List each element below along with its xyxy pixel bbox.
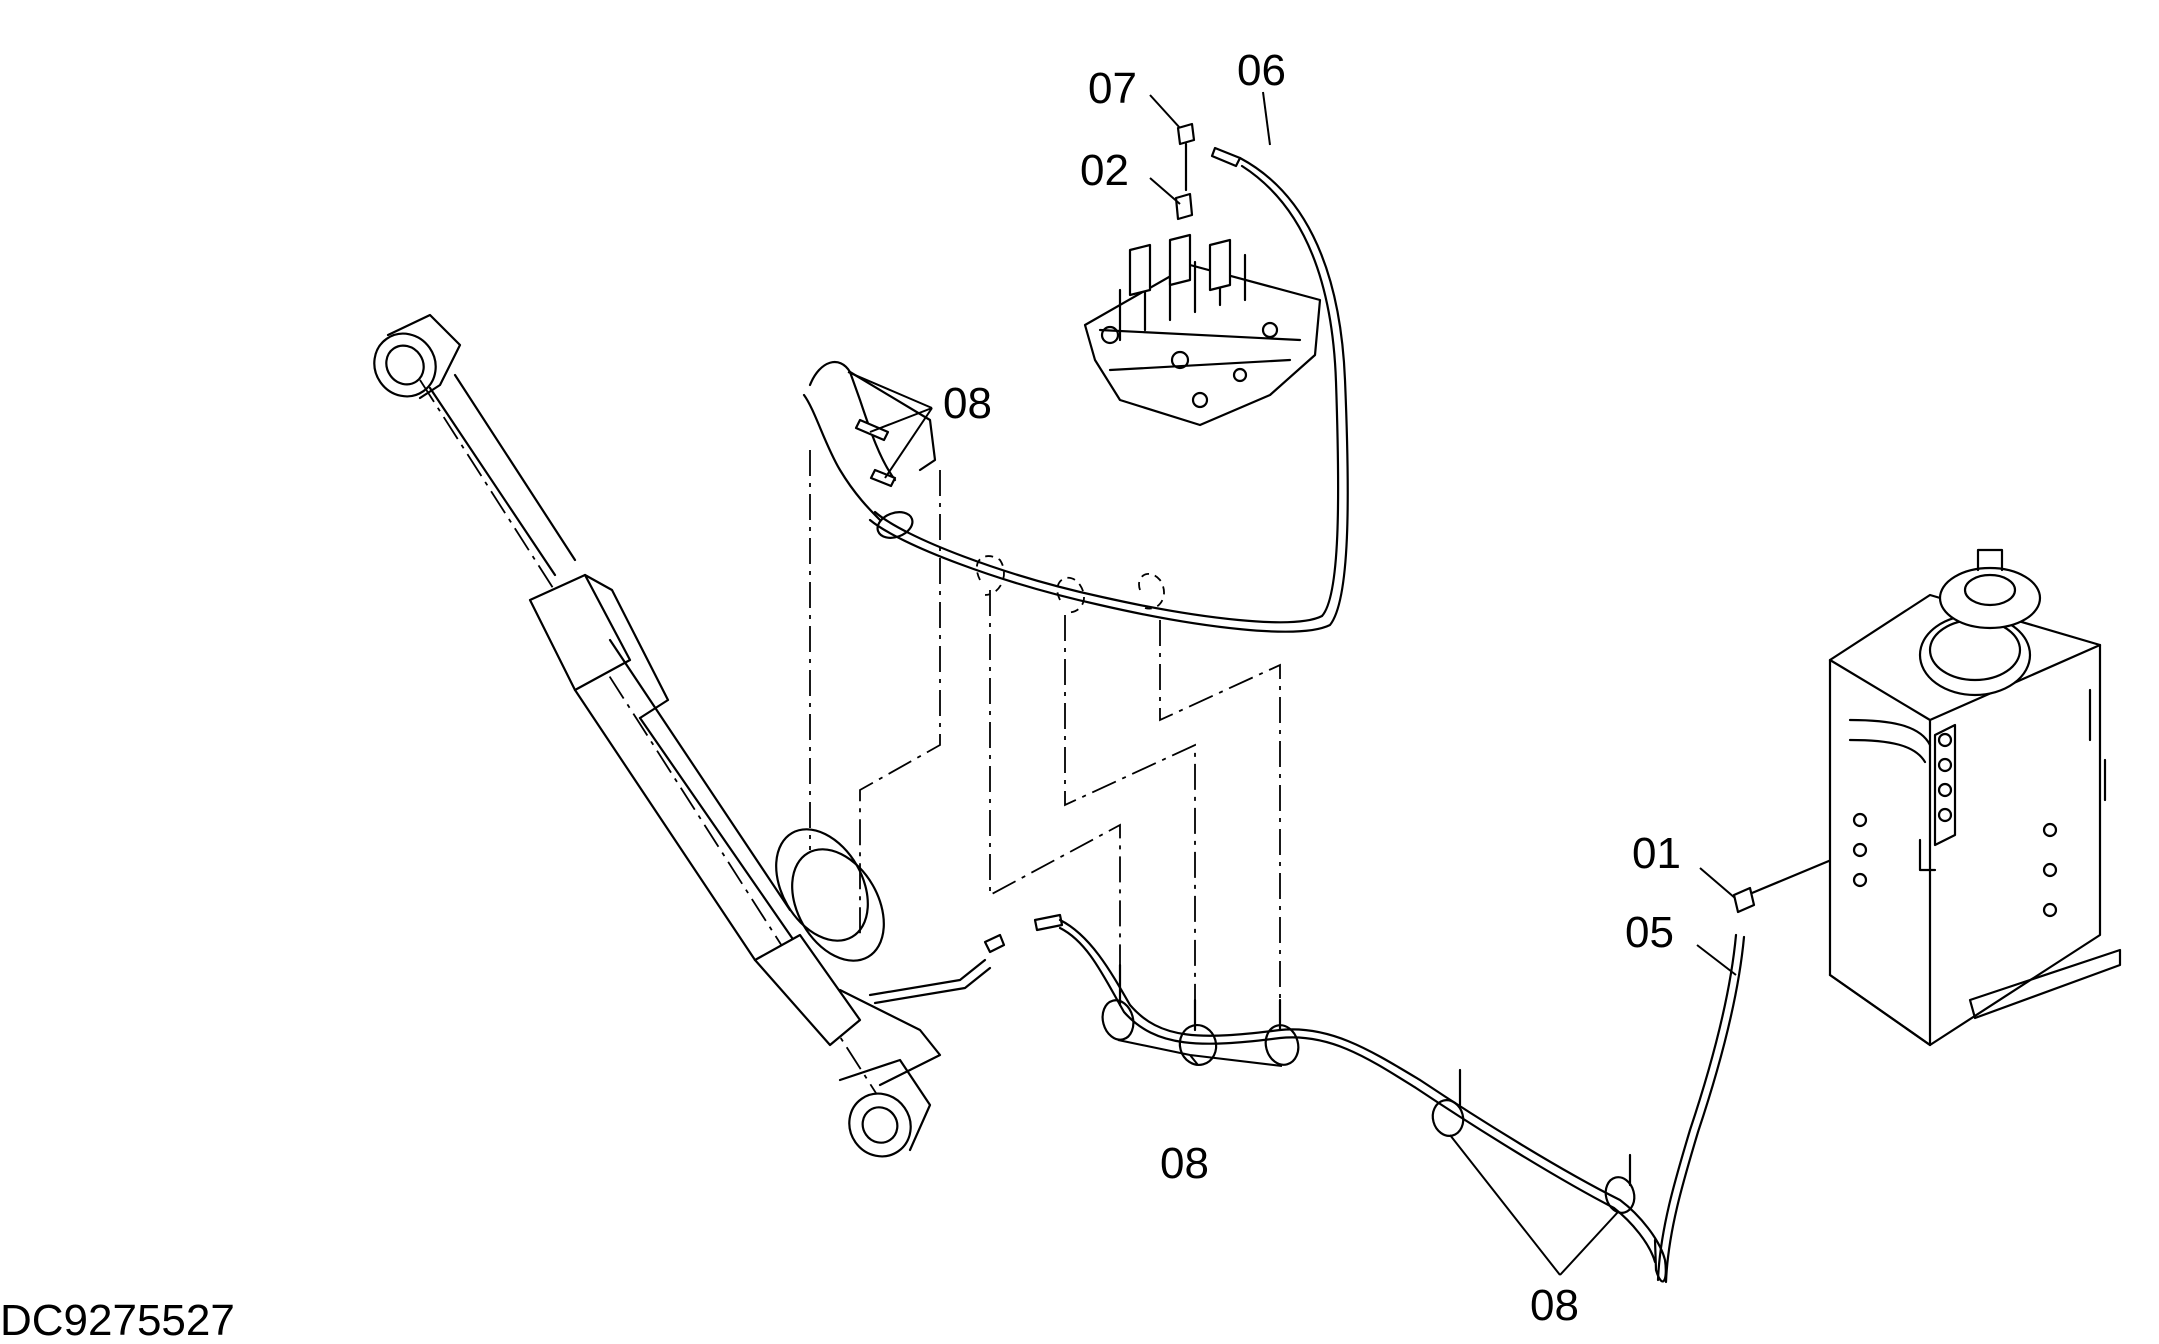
callout-05: 05	[1625, 908, 1674, 957]
fitting-01	[1732, 846, 1862, 914]
fitting-07	[1176, 122, 1196, 192]
hydraulic-cylinder	[373, 313, 942, 1158]
callout-06: 06	[1237, 46, 1286, 95]
control-valve	[1083, 233, 1322, 427]
callout-01: 01	[1632, 829, 1681, 878]
lower-hose	[868, 913, 1667, 1283]
leader-lines	[847, 91, 1737, 1276]
callout-07: 07	[1088, 64, 1137, 113]
projection-lines	[809, 450, 1281, 1000]
hose-05	[1656, 933, 1746, 1284]
callout-08-right: 08	[1530, 1281, 1579, 1330]
fitting-02	[1174, 192, 1194, 221]
callout-02: 02	[1080, 146, 1129, 195]
hose-06	[868, 146, 1349, 633]
callout-08-top: 08	[943, 379, 992, 428]
hydraulic-tank	[1828, 548, 2122, 1047]
upper-clip-harness	[802, 361, 937, 539]
drawing-id: DC9275527	[0, 1296, 235, 1344]
callout-08-middle: 08	[1160, 1139, 1209, 1188]
